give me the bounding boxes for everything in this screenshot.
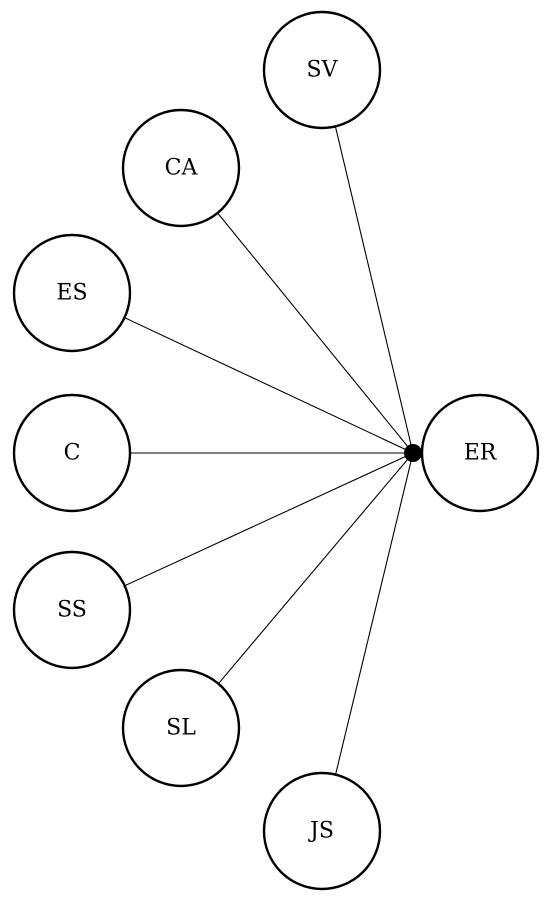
node-js: JS — [262, 771, 382, 891]
edge-sl-er — [217, 452, 414, 685]
edge-ss-er — [124, 452, 414, 587]
edge-js-er — [335, 452, 414, 775]
edge-sv-er — [334, 126, 414, 454]
node-label-sv: SV — [307, 58, 339, 83]
node-label-ss: SS — [57, 598, 87, 623]
node-label-js: JS — [308, 819, 334, 844]
node-sv: SV — [262, 10, 382, 130]
node-group: SV CA ES C SS SL JS ER — [12, 10, 540, 891]
node-label-es: ES — [56, 281, 87, 306]
node-sl: SL — [121, 668, 241, 788]
node-er: ER — [420, 393, 540, 513]
node-circle-ca — [121, 108, 241, 228]
node-ca: CA — [121, 108, 241, 228]
node-c: C — [12, 393, 132, 513]
node-circle-sl — [121, 668, 241, 788]
node-label-er: ER — [464, 441, 498, 466]
node-circle-js — [262, 771, 382, 891]
node-label-c: C — [64, 441, 81, 466]
node-circle-es — [12, 233, 132, 353]
node-circle-ss — [12, 550, 132, 670]
node-circle-sv — [262, 10, 382, 130]
edge-ca-er — [217, 212, 414, 454]
node-es: ES — [12, 233, 132, 353]
node-ss: SS — [12, 550, 132, 670]
node-label-sl: SL — [166, 716, 196, 741]
edge-es-er — [124, 317, 414, 454]
edge-group — [124, 126, 414, 775]
junction-dot — [404, 444, 422, 462]
node-circle-er — [420, 393, 540, 513]
node-circle-c — [12, 393, 132, 513]
node-label-ca: CA — [165, 156, 199, 181]
